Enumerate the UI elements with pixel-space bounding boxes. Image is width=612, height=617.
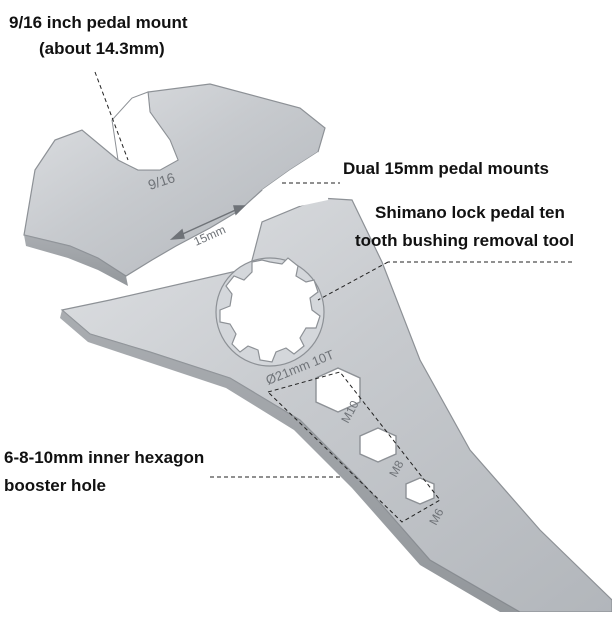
hex-holes [315, 367, 435, 505]
double-arrow-icon [169, 205, 246, 240]
callout-dual-15mm-line1: Dual 15mm pedal mounts [343, 159, 549, 178]
wrench-head [23, 83, 330, 286]
hex-bracket [267, 371, 441, 523]
bushing-hole [215, 257, 325, 367]
callout-916-line2: (about 14.3mm) [39, 39, 165, 58]
callout-shimano: Shimano lock pedal ten tooth bushing rem… [355, 199, 574, 255]
hex-hole-m10 [315, 367, 361, 413]
hex-hole-m8 [359, 427, 397, 463]
hex-hole-m6 [405, 477, 435, 505]
callout-shimano-line2: tooth bushing removal tool [355, 231, 575, 250]
leader-line-shimano-diag [317, 261, 389, 301]
callout-916-line1: 9/16 inch pedal mount [9, 13, 188, 32]
callout-916-mount: 9/16 inch pedal mount (about 14.3mm) [9, 10, 188, 62]
callout-hexagon: 6-8-10mm inner hexagon booster hole [4, 444, 204, 500]
leader-line-916 [94, 71, 129, 161]
callout-hexagon-line2: booster hole [4, 476, 107, 495]
leader-lines [94, 71, 572, 523]
callout-dual-15mm: Dual 15mm pedal mounts [343, 156, 549, 182]
callout-hexagon-line1: 6-8-10mm inner hexagon [4, 448, 205, 467]
callout-shimano-line1: Shimano lock pedal ten [375, 203, 565, 222]
